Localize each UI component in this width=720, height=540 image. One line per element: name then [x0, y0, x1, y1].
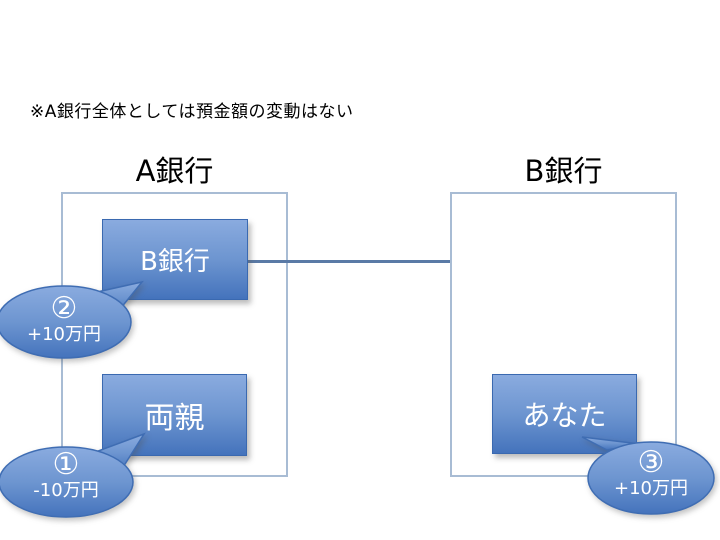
- callout-3-number: ③: [637, 445, 665, 480]
- callout-1: ① -10万円: [0, 449, 133, 500]
- callout-3-amount: +10万円: [614, 477, 688, 499]
- bank-b-title: B銀行: [524, 154, 603, 188]
- bank-a-title: A銀行: [135, 154, 214, 188]
- node-parents: 両親: [102, 374, 247, 456]
- callout-2-amount: +10万円: [27, 323, 101, 345]
- callout-1-amount: -10万円: [33, 479, 99, 501]
- callout-2-number: ②: [50, 291, 78, 326]
- callout-1-number: ①: [52, 447, 80, 482]
- callout-2: ② +10万円: [0, 293, 131, 344]
- note-text: ※A銀行全体としては預金額の変動はない: [30, 102, 354, 122]
- node-you: あなた: [492, 374, 637, 454]
- node-b-bank-account: B銀行: [102, 219, 248, 300]
- callout-3: ③ +10万円: [588, 447, 714, 498]
- connector-line: [243, 260, 450, 263]
